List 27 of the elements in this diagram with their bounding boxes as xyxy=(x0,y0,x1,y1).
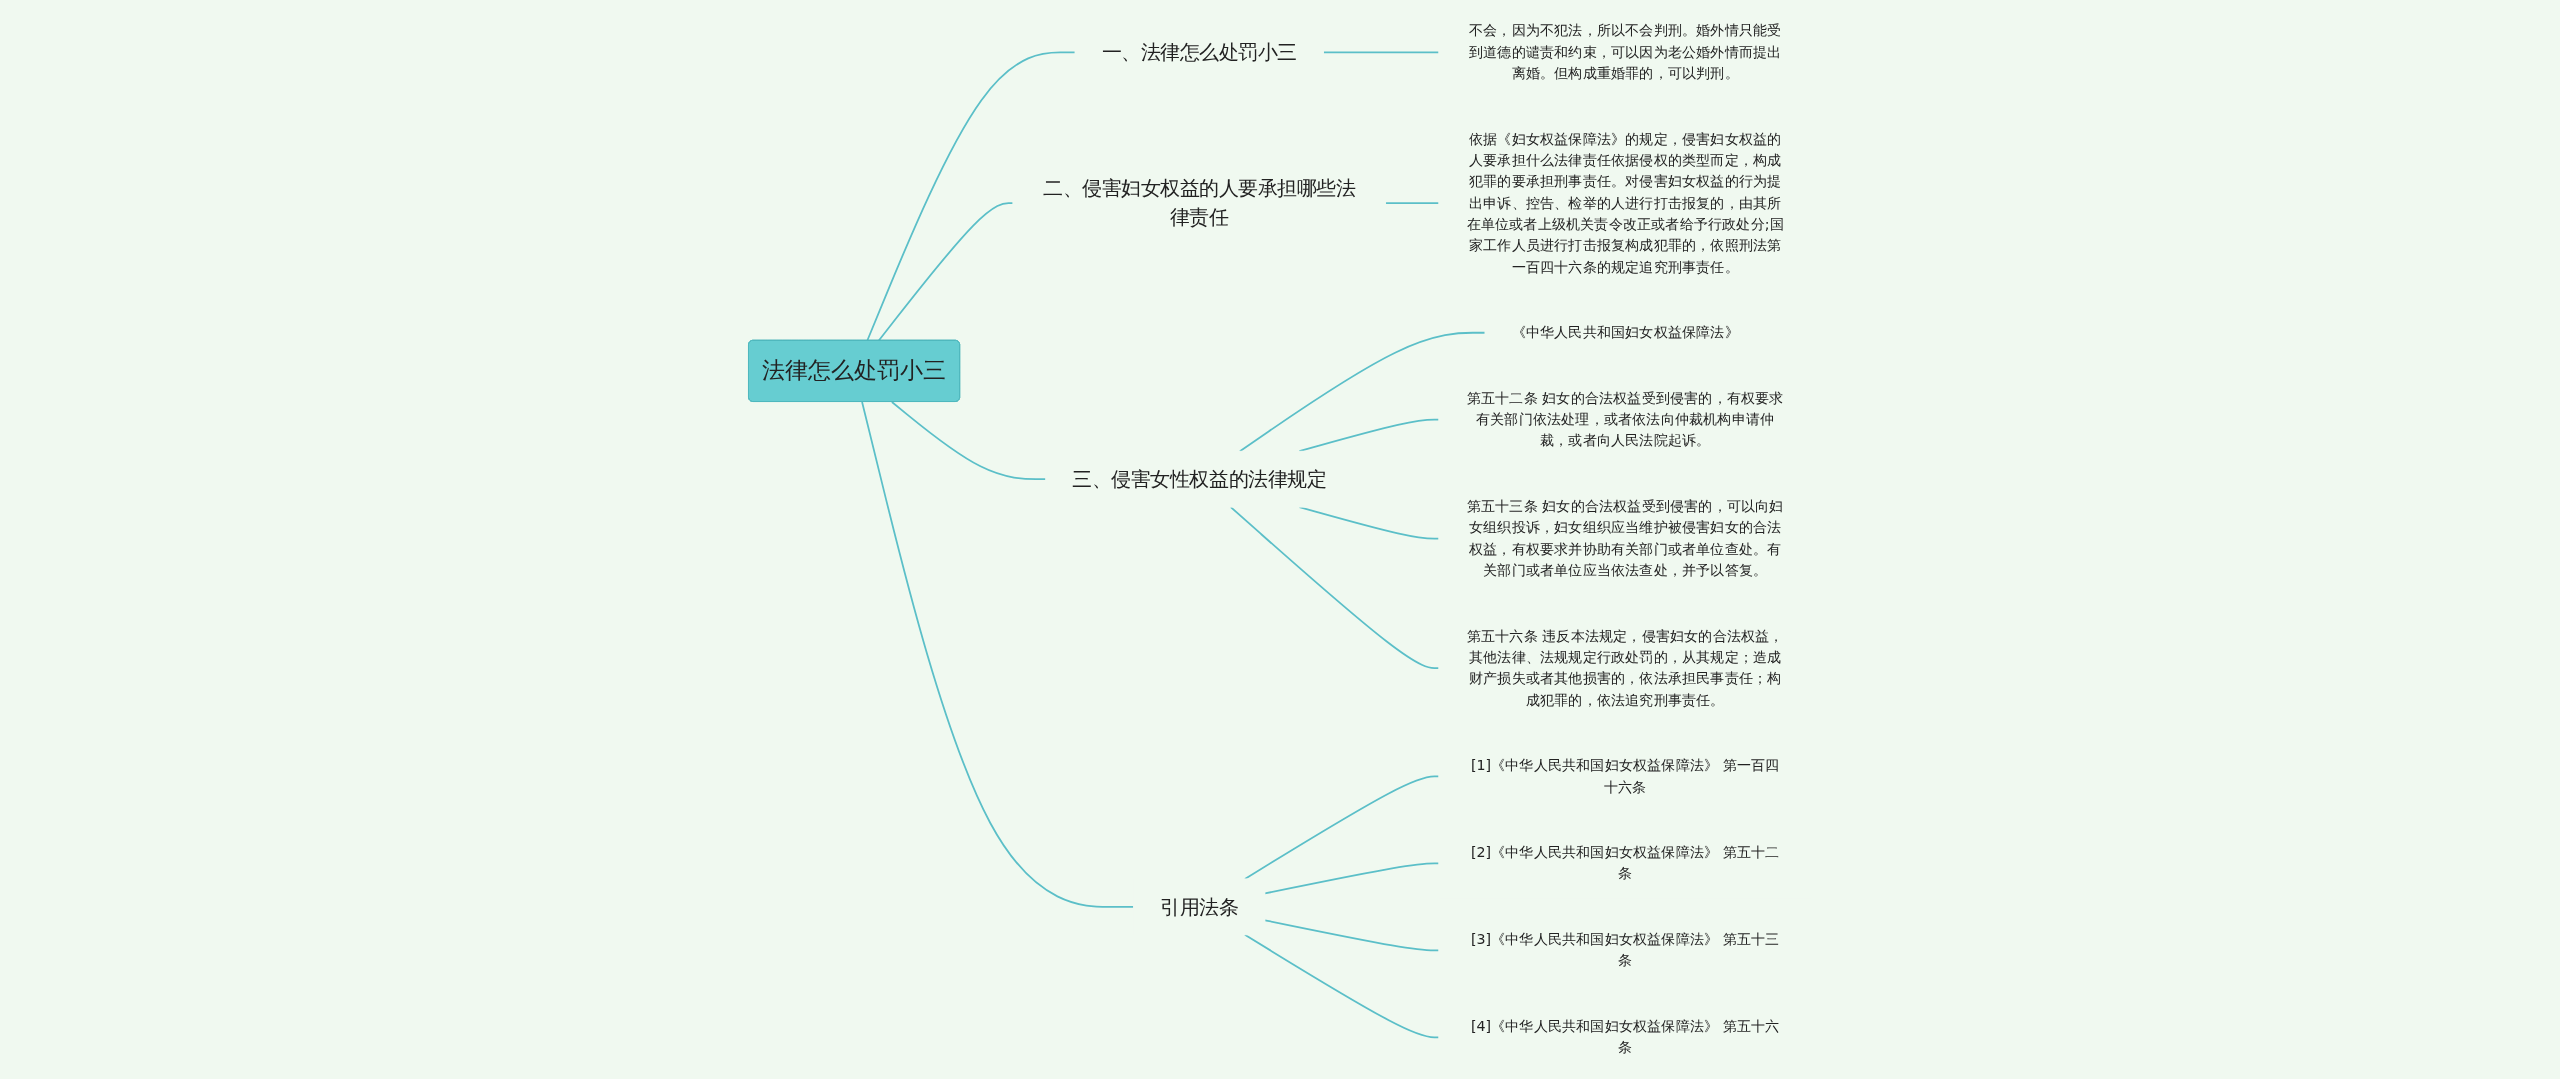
connector xyxy=(1298,418,1440,453)
connector xyxy=(861,401,1135,908)
connector xyxy=(1384,202,1440,205)
node-text: 二、侵害妇女权益的人要承担哪些法律责任 xyxy=(1043,177,1356,229)
connector xyxy=(1229,506,1440,670)
node-text: 第五十六条 违反本法规定，侵害妇女的合法权益，其他法律、法规规定行政处罚的，从其规定；造成财产损失或者其他损害的，依法承担民事责任；构成犯罪的，依法追究刑事责任。 xyxy=(1466,627,1784,709)
node-text: 不会，因为不犯法，所以不会判刑。婚外情只能受到道德的谴责和约束，可以因为老公婚外情而提出离婚。但构成重婚罪的，可以判刑。 xyxy=(1469,22,1782,82)
node-text: 三、侵害女性权益的法律规定 xyxy=(1072,468,1327,491)
connector xyxy=(1244,775,1440,880)
node-text: [3]《中华人民共和国妇女权益保障法》 第五十三条 xyxy=(1470,930,1780,969)
node-text: [4]《中华人民共和国妇女权益保障法》 第五十六条 xyxy=(1470,1017,1780,1056)
connector xyxy=(1239,331,1486,453)
node-text: 《中华人民共和国妇女权益保障法》 xyxy=(1511,323,1739,341)
node-text: 引用法条 xyxy=(1160,895,1239,918)
node-text: [2]《中华人民共和国妇女权益保障法》 第五十二条 xyxy=(1470,843,1780,883)
connector xyxy=(877,202,1014,342)
connector xyxy=(1264,862,1440,895)
connector xyxy=(1264,919,1440,952)
node-text: 第五十三条 妇女的合法权益受到侵害的，可以向妇女组织投诉，妇女组织应当维护被侵害妇女的合法权益，有权要求并协助有关部门或者单位查处。有关部门或者单位应当依法查处，并予以答复。 xyxy=(1466,497,1784,579)
connector xyxy=(891,401,1047,481)
connector xyxy=(866,51,1076,342)
connector xyxy=(1322,51,1440,54)
node-text: 依据《妇女权益保障法》的规定，侵害妇女权益的人要承担什么法律责任依据侵权的类型而定，构成犯罪的要承担刑事责任。对侵害妇女权益的行为提出申诉、控告、检举的人进行打击报复的，由其所在单位或者上级机关责令改正或者给予行政处分;国家工作人员进行打击报复构成犯罪的，依照刑法第一百四十六条的规定追究刑事责任。 xyxy=(1466,130,1784,276)
node-text: 第五十二条 妇女的合法权益受到侵害的，有权要求有关部门依法处理，或者依法向仲裁机构申请仲裁，或者向人民法院起诉。 xyxy=(1466,389,1784,449)
node-text: 一、法律怎么处罚小三 xyxy=(1101,41,1297,64)
node-text: [1]《中华人民共和国妇女权益保障法》 第一百四十六条 xyxy=(1470,756,1780,796)
connector xyxy=(1244,933,1440,1039)
